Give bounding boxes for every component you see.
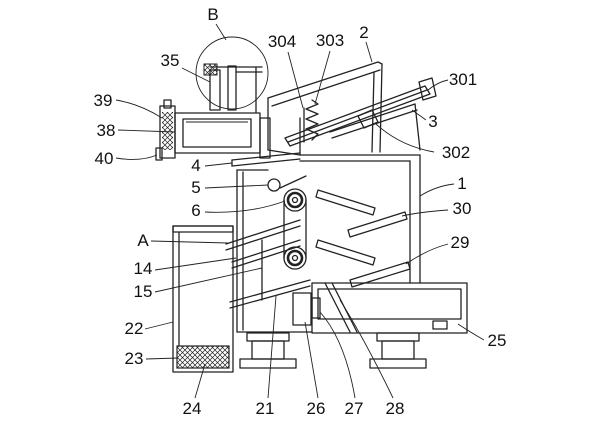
block-27 bbox=[311, 297, 321, 319]
main-housing-1 bbox=[236, 154, 421, 333]
chute-4 bbox=[231, 152, 301, 167]
foot-right bbox=[369, 332, 427, 369]
label-27: 27 bbox=[345, 399, 364, 418]
label-14: 14 bbox=[134, 259, 153, 278]
label-304: 304 bbox=[268, 32, 296, 51]
label-38: 38 bbox=[97, 121, 116, 140]
label-b: B bbox=[207, 5, 218, 24]
drive-assembly-35 bbox=[203, 63, 263, 113]
baffle-29-a bbox=[315, 239, 376, 266]
label-21: 21 bbox=[256, 399, 275, 418]
conveyor-301 bbox=[284, 77, 437, 147]
label-2: 2 bbox=[359, 23, 368, 42]
label-302: 302 bbox=[442, 143, 470, 162]
leader-lines bbox=[115, 23, 485, 399]
screen-21 bbox=[229, 279, 311, 309]
label-28: 28 bbox=[386, 399, 405, 418]
roller-5 bbox=[267, 178, 281, 192]
belt bbox=[279, 175, 307, 259]
label-23: 23 bbox=[125, 349, 144, 368]
label-35: 35 bbox=[161, 51, 180, 70]
motor-38 bbox=[174, 112, 271, 159]
bolt-40 bbox=[155, 147, 163, 161]
label-5: 5 bbox=[191, 178, 200, 197]
label-26: 26 bbox=[307, 399, 326, 418]
spring-303 bbox=[305, 99, 319, 141]
label-29: 29 bbox=[451, 233, 470, 252]
label-301: 301 bbox=[449, 70, 477, 89]
block-26 bbox=[292, 292, 312, 326]
baffle-29-b bbox=[349, 261, 411, 288]
label-22: 22 bbox=[125, 319, 144, 338]
block-302 bbox=[357, 109, 379, 129]
baffle-30-b bbox=[347, 211, 408, 238]
frame-3 bbox=[329, 103, 421, 151]
label-39: 39 bbox=[94, 91, 113, 110]
label-40: 40 bbox=[95, 149, 114, 168]
label-303: 303 bbox=[316, 31, 344, 50]
baffle-30-a bbox=[315, 189, 376, 216]
foot-left bbox=[239, 332, 297, 369]
label-3: 3 bbox=[428, 112, 437, 131]
label-24: 24 bbox=[183, 399, 202, 418]
label-6: 6 bbox=[191, 201, 200, 220]
filter-23 bbox=[176, 345, 230, 369]
label-a: A bbox=[137, 231, 149, 250]
screen-14 bbox=[231, 239, 301, 269]
label-25: 25 bbox=[488, 331, 507, 350]
label-4: 4 bbox=[191, 156, 200, 175]
roller-6-upper bbox=[283, 188, 307, 212]
hopper-2 bbox=[267, 61, 383, 156]
detail-circle-b bbox=[195, 36, 269, 110]
screen-a bbox=[225, 219, 301, 251]
label-30: 30 bbox=[453, 199, 472, 218]
label-15: 15 bbox=[134, 282, 153, 301]
label-1: 1 bbox=[457, 174, 466, 193]
